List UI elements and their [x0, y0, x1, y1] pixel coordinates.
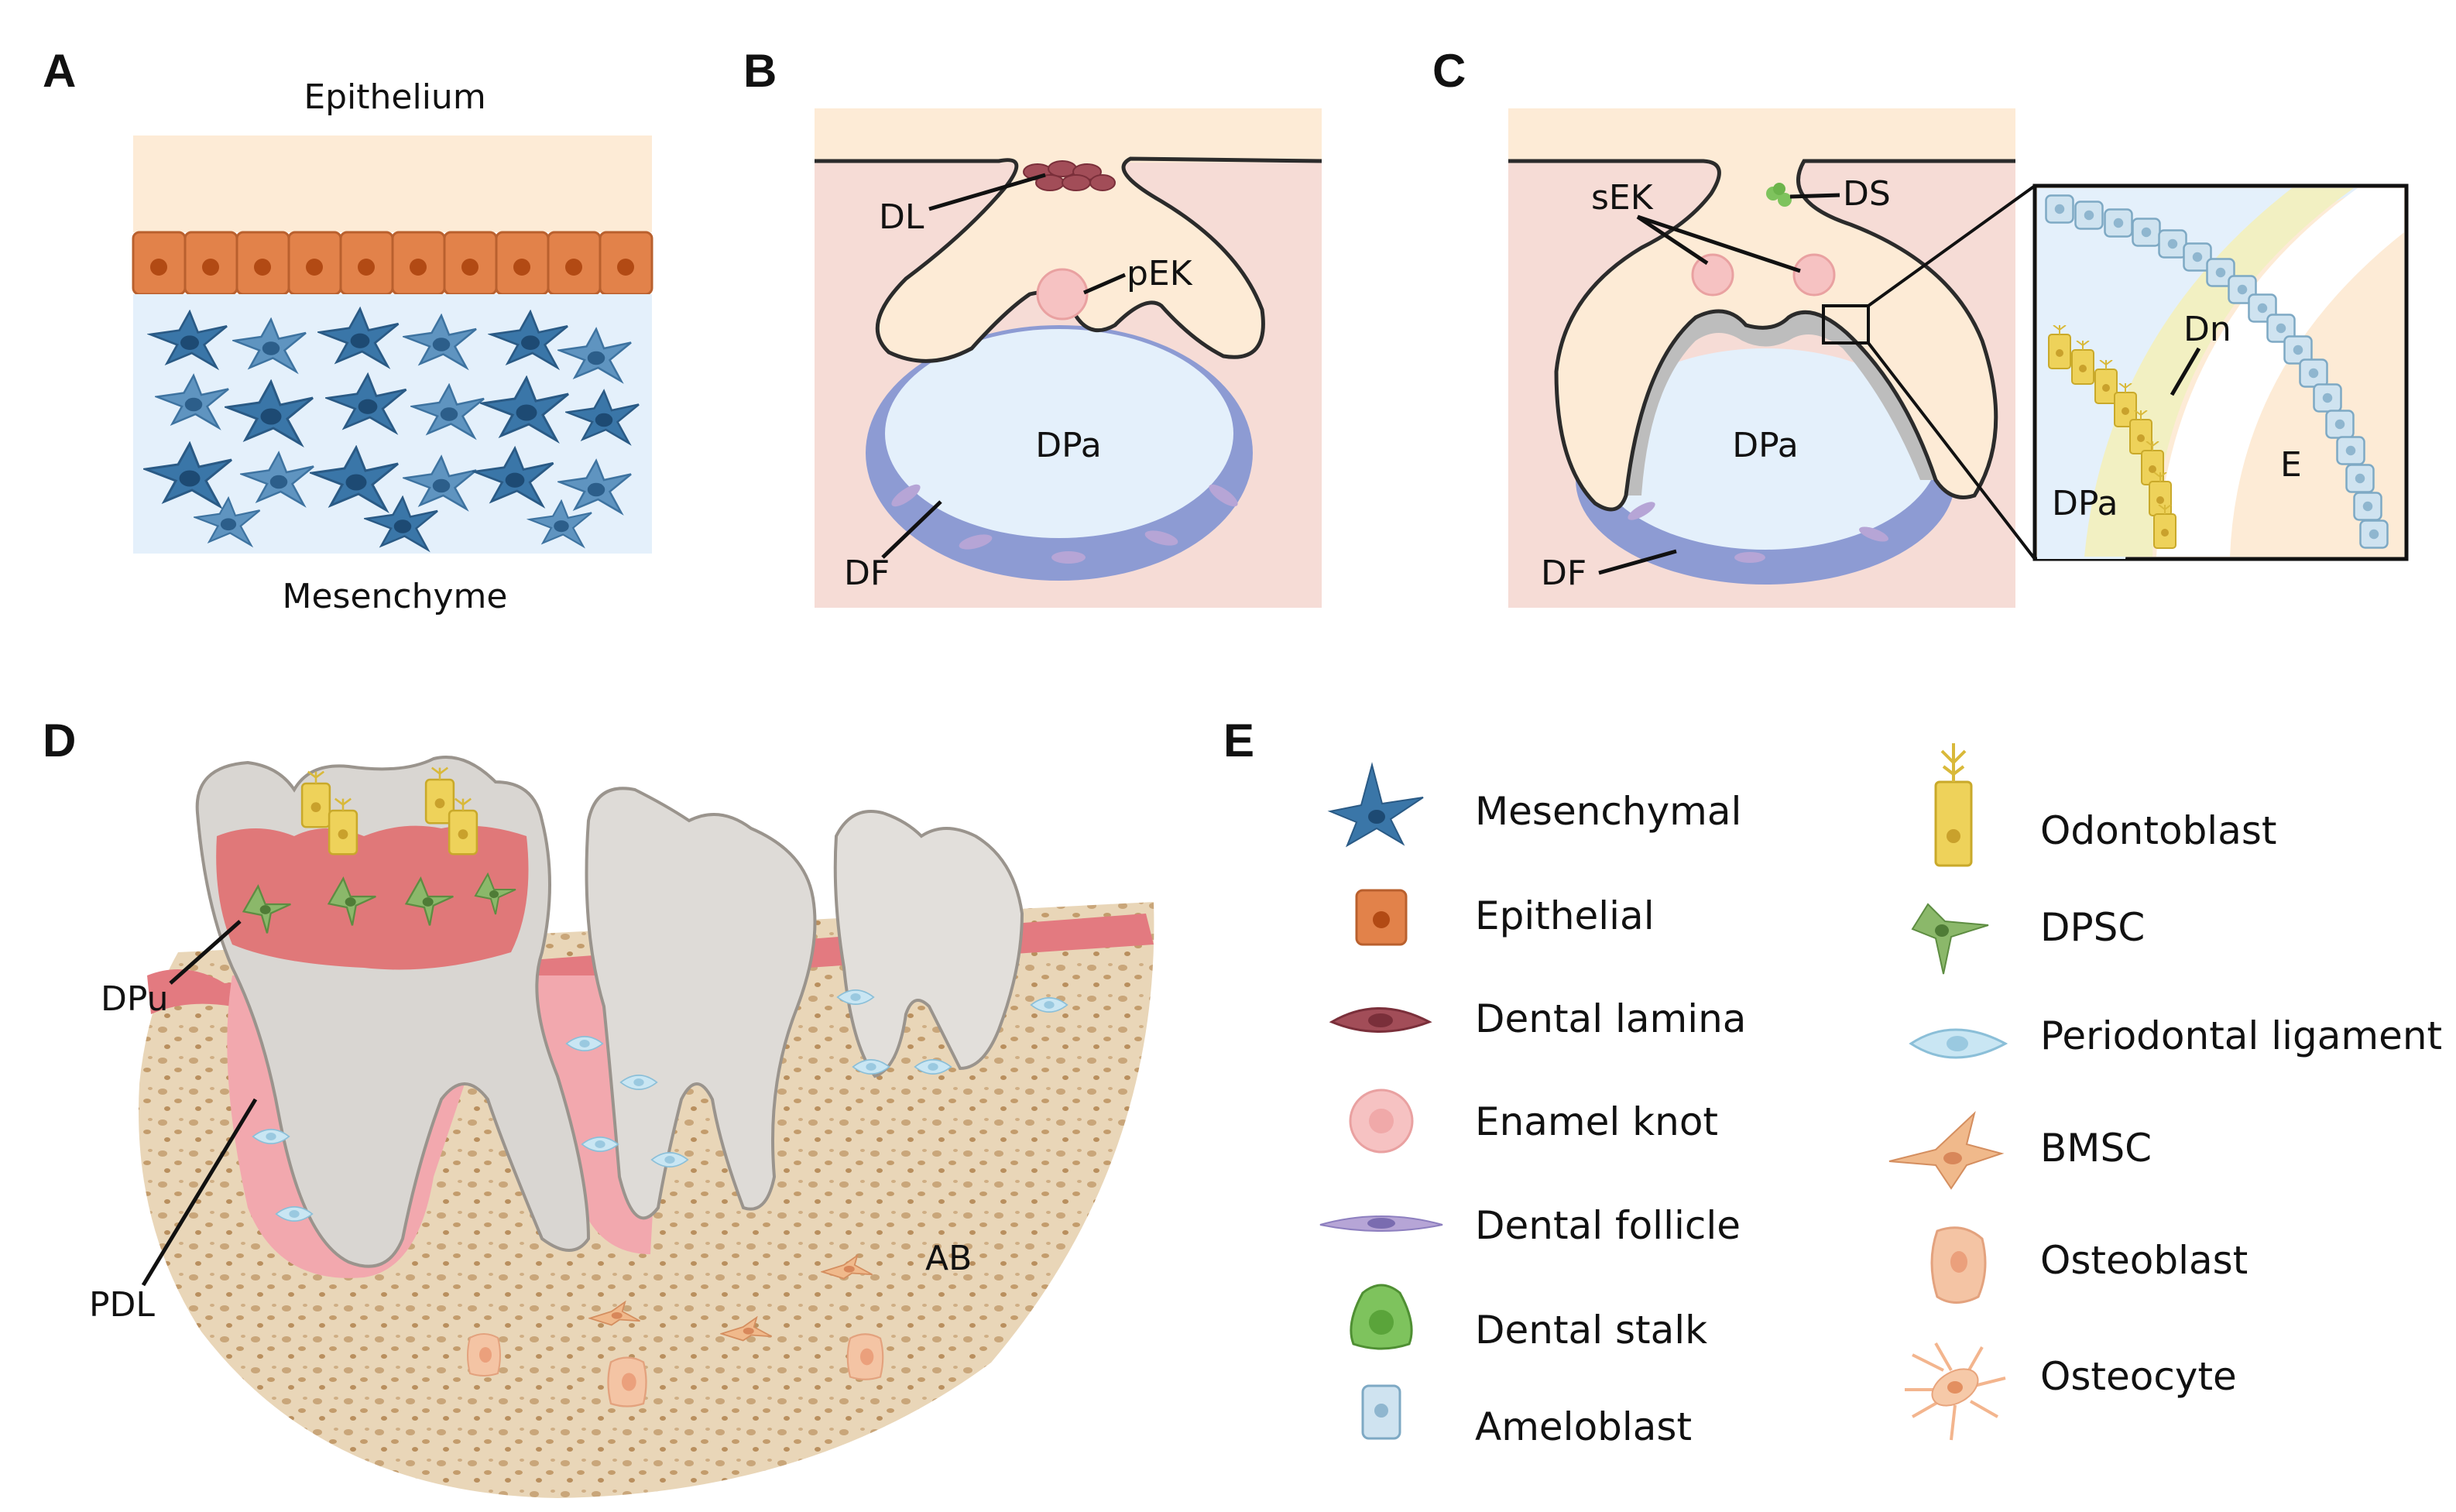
- zoom-line-top: [1867, 184, 2036, 307]
- label-dn: Dn: [2183, 310, 2231, 349]
- mesenchyme-label: Mesenchyme: [283, 577, 508, 616]
- odontoblast-cell-icon: [1934, 743, 1973, 867]
- enamel-organ-bell: [1508, 108, 2015, 509]
- panel-b: B DL pEK DPa: [743, 45, 1322, 608]
- osteoblast-cell-icon: [1930, 1226, 1987, 1304]
- legend-label-mesenchymal-cell: Mesenchymal: [1475, 789, 1741, 834]
- leader-df-b: [881, 500, 942, 559]
- panel-a-letter: A: [43, 45, 76, 97]
- leader-dn: [2170, 347, 2201, 396]
- epithelium-outline-c: [1508, 159, 2015, 512]
- label-df-c: DF: [1541, 554, 1586, 593]
- leader-pdl: [141, 1098, 258, 1287]
- dpsc-cell-icon: [1911, 903, 1989, 975]
- dental-papilla-c: [1591, 348, 1940, 550]
- dental-follicle-cell-icon: [1319, 1215, 1443, 1232]
- epithelium-label: Epithelium: [304, 77, 485, 117]
- leader-ds: [1789, 193, 1840, 199]
- leader-dl: [928, 173, 1046, 211]
- label-dpu: DPu: [101, 979, 169, 1019]
- panel-a: A Epithelium: [43, 45, 653, 616]
- dental-follicle-cells: [891, 484, 1238, 564]
- leader-pek: [1083, 273, 1126, 295]
- zoom-box: [1822, 304, 1870, 345]
- leader-dpu: [169, 920, 242, 985]
- legend-label-bmsc-cell: BMSC: [2040, 1126, 2152, 1171]
- osteocyte-cell-icon: [1905, 1342, 2006, 1441]
- epithelial-cell-icon: [1355, 889, 1408, 946]
- leader-df-c: [1598, 549, 1677, 575]
- panel-d-letter: D: [43, 715, 76, 766]
- panel-e-letter: E: [1223, 715, 1254, 766]
- primary-enamel-knot: [1036, 268, 1089, 321]
- label-sek: sEK: [1591, 178, 1654, 218]
- label-dpa-c: DPa: [1732, 426, 1798, 465]
- panel-c-letter: C: [1432, 45, 1466, 97]
- label-ab: AB: [925, 1239, 972, 1278]
- legend-label-dental-lamina-cell: Dental lamina: [1475, 996, 1746, 1041]
- panel-d: D: [43, 715, 1154, 1498]
- bmsc-cell-icon: [1888, 1110, 2005, 1190]
- dental-stalk-cell-icon: [1350, 1284, 1413, 1350]
- periodontal-ligament-cell-icon: [1909, 1028, 2008, 1059]
- leader-sek-left: [1636, 214, 1709, 266]
- secondary-enamel-knot-right: [1792, 253, 1836, 297]
- legend-label-periodontal-ligament-cell: Periodontal ligament: [2040, 1013, 2442, 1058]
- epithelial-cell-row: [132, 231, 653, 296]
- legend-label-ameloblast-cell: Ameloblast: [1475, 1404, 1692, 1449]
- legend-label-dpsc-cell: DPSC: [2040, 905, 2145, 950]
- label-pdl: PDL: [89, 1285, 155, 1325]
- premolar-tooth: [585, 787, 817, 1220]
- panel-b-letter: B: [743, 45, 777, 97]
- legend-label-dental-stalk-cell: Dental stalk: [1475, 1308, 1707, 1353]
- zoom-line-bottom: [1867, 341, 2036, 561]
- label-dpa-inset: DPa: [2052, 484, 2118, 523]
- label-df-b: DF: [844, 554, 890, 593]
- legend-label-osteoblast-cell: Osteoblast: [2040, 1238, 2248, 1283]
- legend-label-odontoblast-cell: Odontoblast: [2040, 808, 2277, 853]
- enamel-organ-cap: [815, 108, 1322, 362]
- label-ds: DS: [1843, 174, 1891, 214]
- legend-label-epithelial-cell: Epithelial: [1475, 893, 1655, 938]
- dental-lamina-cell-icon: [1329, 1007, 1432, 1033]
- epithelium-layer: [133, 135, 652, 232]
- dentin-layer-c: [1626, 311, 1936, 495]
- label-dl: DL: [879, 197, 924, 237]
- mesenchymal-cell-icon: [1327, 762, 1424, 848]
- label-e: E: [2280, 445, 2302, 485]
- label-dpa-b: DPa: [1035, 426, 1101, 465]
- legend-label-osteocyte-cell: Osteocyte: [2040, 1354, 2237, 1399]
- panel-c: C sEK DS DPa: [1432, 45, 2409, 608]
- label-pek: pEK: [1127, 254, 1193, 293]
- molar-tooth-right: [833, 810, 1024, 1078]
- dental-papilla: [885, 329, 1233, 538]
- legend-label-enamel-knot-cell: Enamel knot: [1475, 1099, 1718, 1144]
- enamel-knot-cell-icon: [1349, 1089, 1414, 1154]
- leader-sek-right: [1637, 214, 1801, 273]
- dental-stalk-cells: [1766, 183, 1792, 207]
- legend-label-dental-follicle-cell: Dental follicle: [1475, 1203, 1741, 1248]
- dental-follicle-cells-c: [1628, 502, 1888, 563]
- inset-bell-detail: Dn E DPa: [2032, 183, 2409, 561]
- secondary-enamel-knot-left: [1691, 253, 1734, 297]
- ameloblast-cell-icon: [1361, 1384, 1401, 1440]
